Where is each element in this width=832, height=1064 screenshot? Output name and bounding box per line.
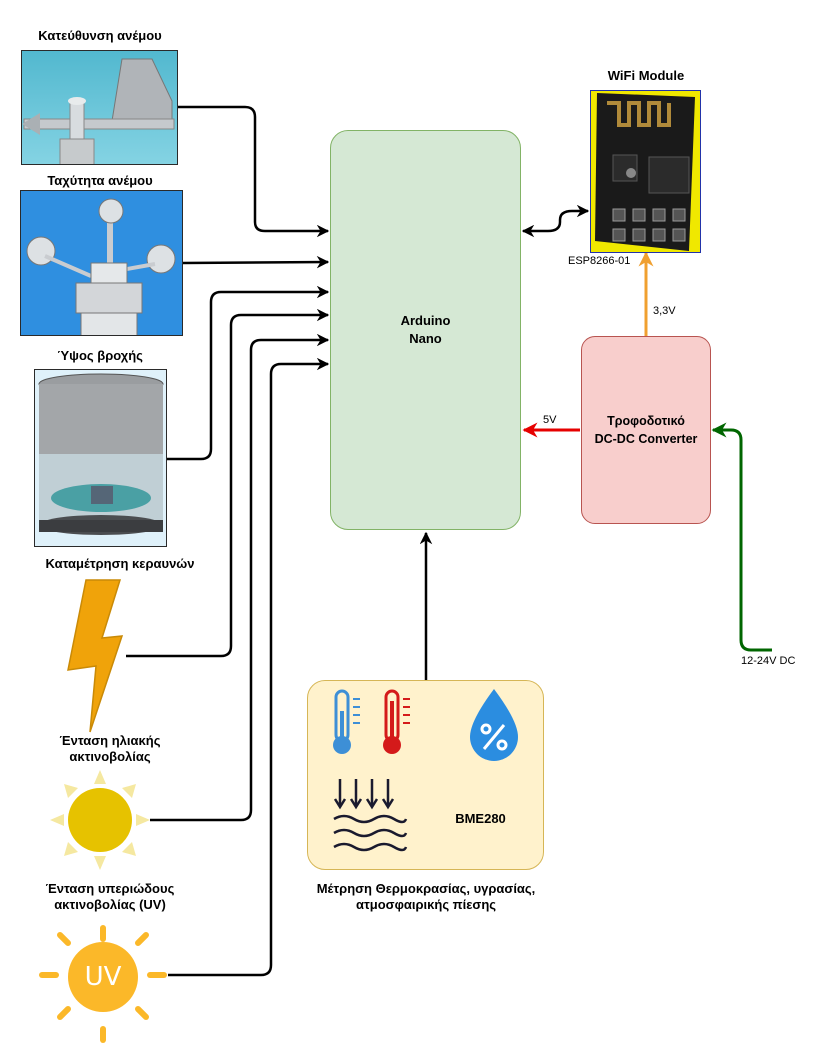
uv-sun-icon: UV [38, 925, 168, 1043]
wire-input [711, 422, 772, 652]
wind-speed-label: Ταχύτητα ανέμου [47, 173, 153, 188]
input-voltage-label: 12-24V DC [741, 655, 796, 667]
wifi-module-title: WiFi Module [607, 68, 685, 83]
thermometer-hot-icon [383, 689, 410, 754]
rain-gauge-image [34, 369, 167, 547]
uv-label-line1: Ένταση υπεριώδους [45, 881, 175, 896]
wind-direction-label: Κατεύθυνση ανέμου [38, 28, 162, 43]
voltage-5v-label: 5V [543, 414, 557, 426]
esp8266-part-label: ESP8266-01 [568, 255, 631, 267]
bme280-name: BME280 [455, 811, 506, 826]
wire-rain [167, 285, 330, 461]
arduino-label-line2: Nano [409, 331, 442, 346]
bme280-caption-line2: ατμοσφαιρικής πίεσης [355, 897, 497, 912]
bme280-caption-line1: Μέτρηση Θερμοκρασίας, υγρασίας, [316, 881, 536, 896]
power-label-line2: DC-DC Converter [594, 432, 698, 446]
humidity-drop-icon [470, 689, 518, 761]
bme280-block: BME280 [307, 680, 544, 870]
lightning-label: Καταμέτρηση κεραυνών [45, 556, 195, 571]
esp8266-image [590, 90, 701, 253]
thermometer-cold-icon [333, 689, 360, 754]
wire-wind-speed [182, 255, 330, 269]
wire-wifi [521, 204, 590, 238]
sun-icon [50, 770, 150, 870]
solar-label-line2: ακτινοβολίας [69, 749, 151, 764]
lightning-icon [67, 579, 124, 733]
power-label-line1: Τροφοδοτικό [607, 414, 685, 428]
uv-label-line2: ακτινοβολίας (UV) [54, 897, 166, 912]
wire-uv [168, 357, 330, 977]
voltage-3v3-label: 3,3V [653, 305, 676, 317]
pressure-icon [333, 779, 408, 852]
uv-icon-text: UV [84, 962, 122, 992]
wire-solar [150, 333, 330, 822]
arduino-nano-block: Arduino Nano [330, 130, 521, 530]
anemometer-image [20, 190, 183, 336]
wire-wind-direction [178, 105, 330, 238]
dc-dc-converter-block: Τροφοδοτικό DC-DC Converter [581, 336, 711, 524]
rain-height-label: Ύψος βροχής [57, 348, 143, 363]
wind-vane-image [21, 50, 178, 165]
wire-lightning [126, 308, 330, 658]
arduino-label-line1: Arduino [400, 313, 451, 328]
solar-label-line1: Ένταση ηλιακής [59, 733, 161, 748]
